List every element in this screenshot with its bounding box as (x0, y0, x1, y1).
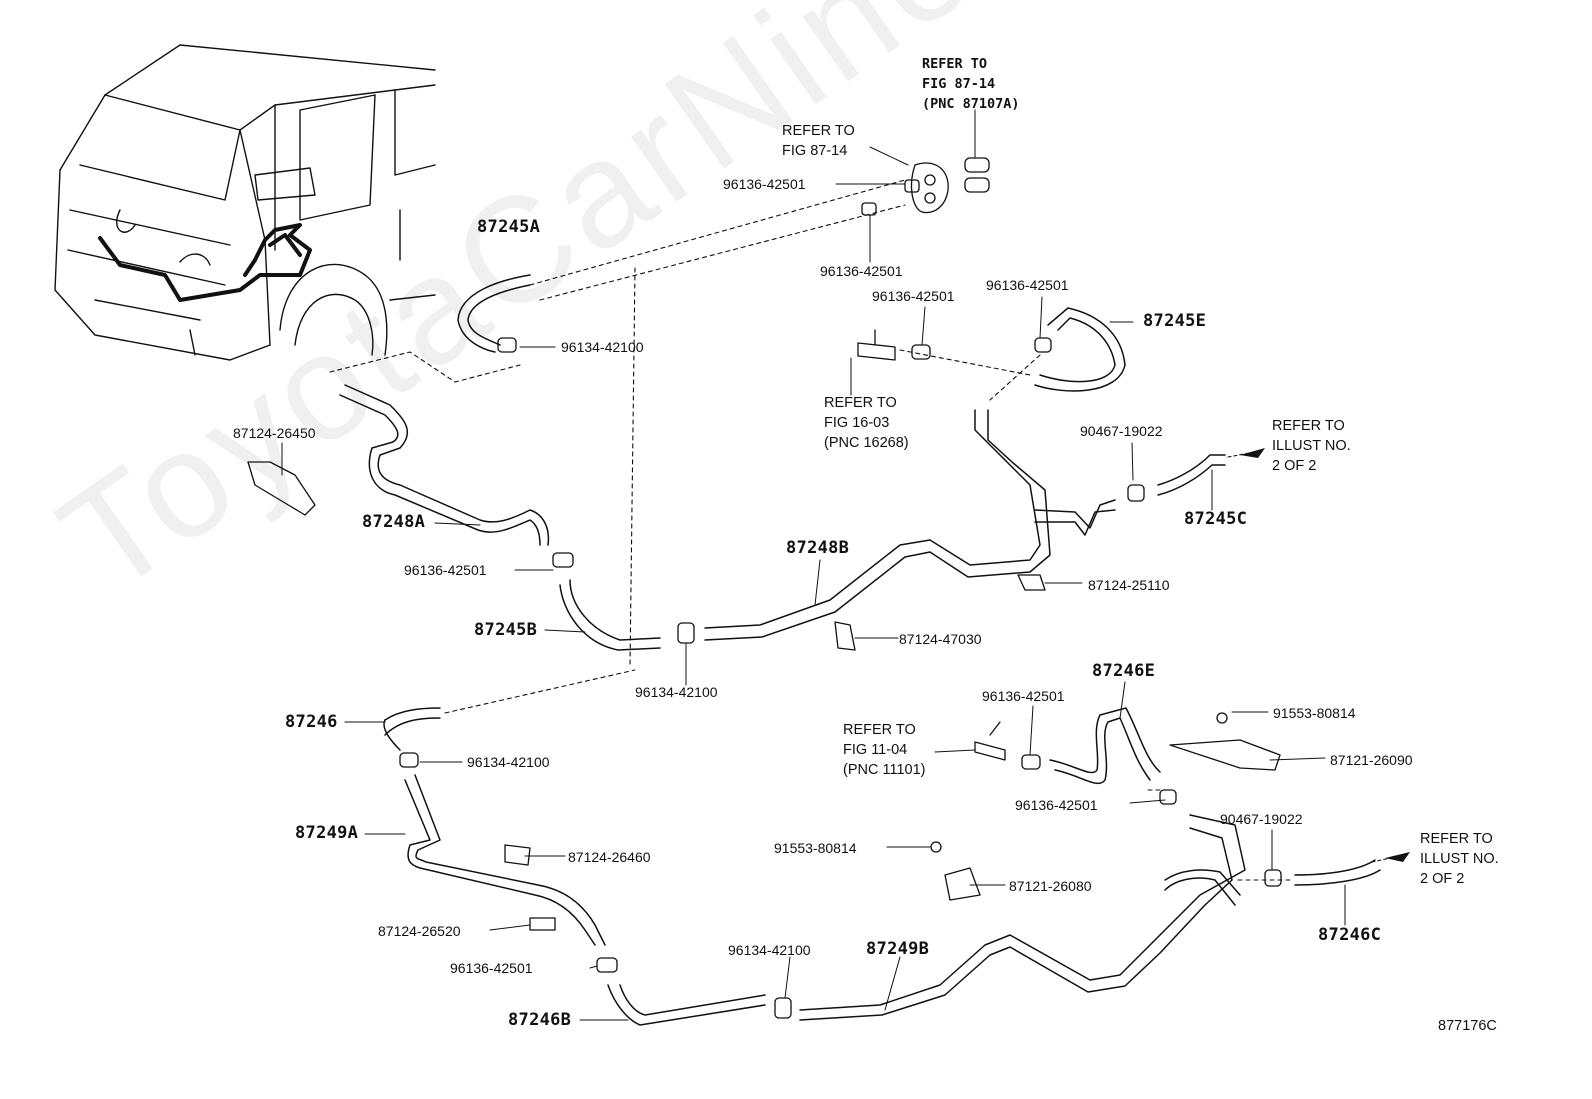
clamps (247, 157, 1282, 1019)
part-label-87246E: 87246E (1092, 661, 1156, 681)
part-label-96136-42501: 96136-42501 (450, 960, 533, 976)
part-label-96134-42100: 96134-42100 (728, 942, 811, 958)
part-label-96136-42501: 96136-42501 (1015, 797, 1098, 813)
part-label-90467-19022: 90467-19022 (1220, 811, 1303, 827)
part-label-87246: 87246 (285, 712, 338, 732)
part-label-96134-42100: 96134-42100 (561, 339, 644, 355)
part-label-87121-26090: 87121-26090 (1330, 752, 1413, 768)
part-label-91553-80814: 91553-80814 (1273, 705, 1356, 721)
part-label-96134-42100: 96134-42100 (467, 754, 550, 770)
refer-fig-87-14-pnc-note: REFER TO FIG 87-14 (PNC 87107A) (922, 56, 1020, 112)
part-label-87124-26520: 87124-26520 (378, 923, 461, 939)
part-label-96136-42501: 96136-42501 (982, 688, 1065, 704)
part-label-91553-80814: 91553-80814 (774, 840, 857, 856)
part-label-96136-42501: 96136-42501 (404, 562, 487, 578)
hoses (339, 274, 1381, 1026)
part-label-87124-26450: 87124-26450 (233, 425, 316, 441)
part-label-87124-47030: 87124-47030 (899, 631, 982, 647)
part-label-87245C: 87245C (1184, 509, 1248, 529)
refer-fig-16-03-note: REFER TO FIG 16-03 (PNC 16268) (824, 395, 909, 451)
refer-fig-11-04-note: REFER TO FIG 11-04 (PNC 11101) (843, 722, 926, 778)
vehicle-hose-routing (98, 223, 312, 302)
part-label-87121-26080: 87121-26080 (1009, 878, 1092, 894)
part-label-96136-42501: 96136-42501 (872, 288, 955, 304)
part-label-87246B: 87246B (508, 1010, 572, 1030)
part-label-87246C: 87246C (1318, 925, 1382, 945)
part-label-87249B: 87249B (866, 939, 930, 959)
part-label-87249A: 87249A (295, 823, 359, 843)
diagram-code: 877176C (1438, 1018, 1497, 1034)
part-label-87248A: 87248A (362, 512, 426, 532)
refer-illust-note-upper: REFER TO ILLUST NO. 2 OF 2 (1272, 418, 1351, 474)
part-label-87124-26460: 87124-26460 (568, 849, 651, 865)
leader-lines (281, 109, 1346, 1021)
part-label-96134-42100: 96134-42100 (635, 684, 718, 700)
part-label-90467-19022: 90467-19022 (1080, 423, 1163, 439)
part-label-96136-42501: 96136-42501 (986, 277, 1069, 293)
part-label-87124-25110: 87124-25110 (1088, 577, 1170, 593)
part-label-87245A: 87245A (477, 217, 541, 237)
vehicle-outline (54, 44, 436, 361)
refer-illust-note-lower: REFER TO ILLUST NO. 2 OF 2 (1420, 831, 1499, 887)
refer-fig-87-14-note: REFER TO FIG 87-14 (782, 123, 855, 159)
part-label-96136-42501: 96136-42501 (723, 176, 806, 192)
part-label-87248B: 87248B (786, 538, 850, 558)
part-label-87245E: 87245E (1143, 311, 1207, 331)
part-label-96136-42501: 96136-42501 (820, 263, 903, 279)
arrow-icon (1240, 448, 1410, 862)
part-label-87245B: 87245B (474, 620, 538, 640)
